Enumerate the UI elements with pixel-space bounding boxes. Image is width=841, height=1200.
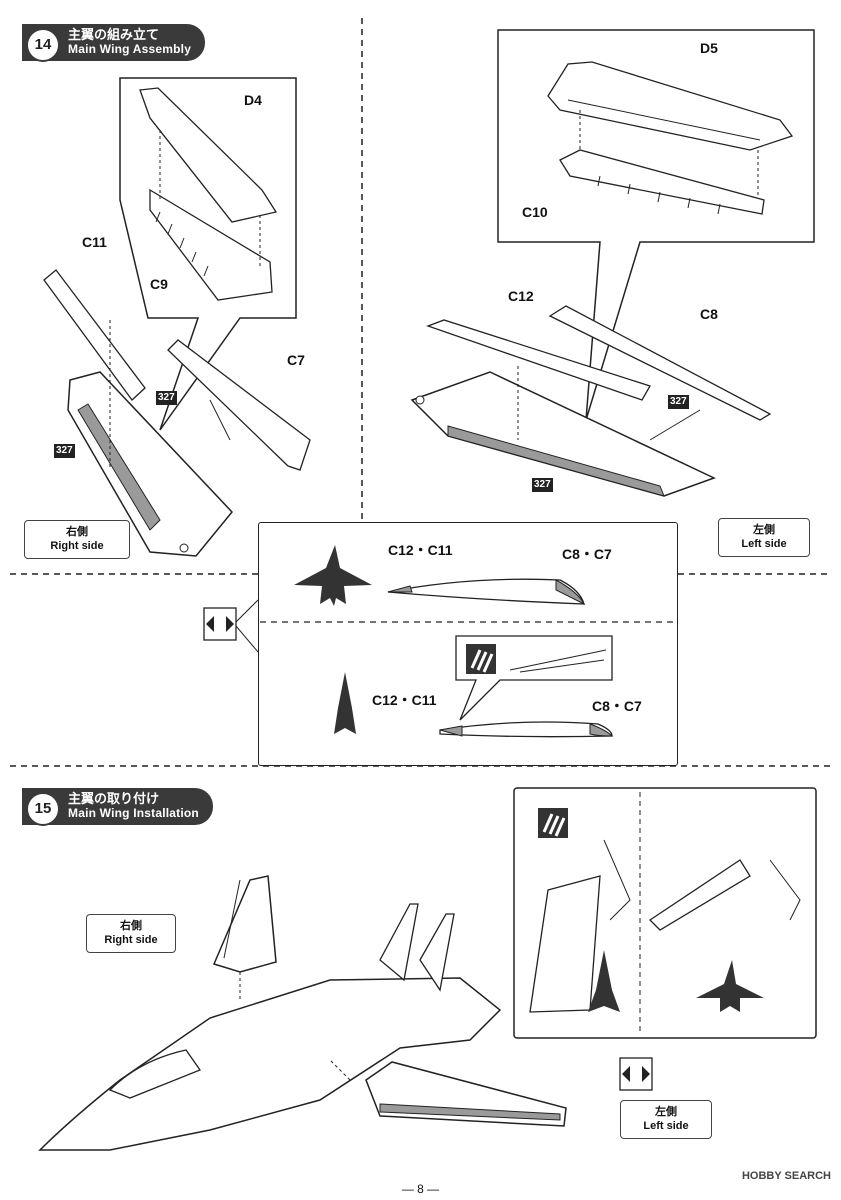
page-number: — 8 —	[401, 1182, 440, 1196]
wing-spread-label-c12-c11: C12・C11	[388, 542, 453, 558]
part-c12-label: C12	[508, 288, 534, 304]
step-15-title-jp: 主翼の取り付け	[68, 791, 160, 806]
wing-swept-label-c8-c7: C8・C7	[592, 698, 642, 714]
left-side-label-step15: 左側 Left side	[620, 1100, 712, 1139]
right-side-jp: 右側	[120, 920, 142, 932]
step-14-header: 14 主翼の組み立て Main Wing Assembly	[22, 24, 206, 62]
right-side-en: Right side	[50, 540, 104, 553]
brand-watermark: HOBBY SEARCH	[741, 1170, 831, 1182]
paint-code-badge: 327	[668, 395, 689, 409]
left-side-label-step14: 左側 Left side	[718, 518, 810, 557]
part-c8-label: C8	[700, 306, 718, 322]
right-side-en: Right side	[104, 934, 158, 947]
left-side-en: Left side	[643, 1120, 689, 1133]
paint-code-badge: 327	[532, 478, 553, 492]
step-15-title-en: Main Wing Installation	[68, 805, 199, 820]
paint-code-badge: 327	[156, 391, 177, 405]
step-14-title-en: Main Wing Assembly	[68, 41, 192, 56]
step-15-number: 15	[26, 792, 60, 826]
part-c7-label: C7	[287, 352, 305, 368]
part-d4-label: D4	[244, 92, 262, 108]
left-side-jp: 左側	[655, 1106, 677, 1118]
left-side-en: Left side	[741, 538, 787, 551]
step-14-number: 14	[26, 28, 60, 62]
part-c11-label: C11	[82, 234, 107, 250]
part-c9-label: C9	[150, 276, 168, 292]
right-side-jp: 右側	[66, 526, 88, 538]
paint-code-badge: 327	[54, 444, 75, 458]
wing-swept-label-c12-c11: C12・C11	[372, 692, 437, 708]
part-c10-label: C10	[522, 204, 548, 220]
step-14-title-jp: 主翼の組み立て	[68, 27, 160, 42]
step-15-header: 15 主翼の取り付け Main Wing Installation	[22, 788, 213, 826]
wing-spread-label-c8-c7: C8・C7	[562, 546, 612, 562]
part-d5-label: D5	[700, 40, 718, 56]
left-side-jp: 左側	[753, 524, 775, 536]
right-side-label-step14: 右側 Right side	[24, 520, 130, 559]
right-side-label-step15: 右側 Right side	[86, 914, 176, 953]
